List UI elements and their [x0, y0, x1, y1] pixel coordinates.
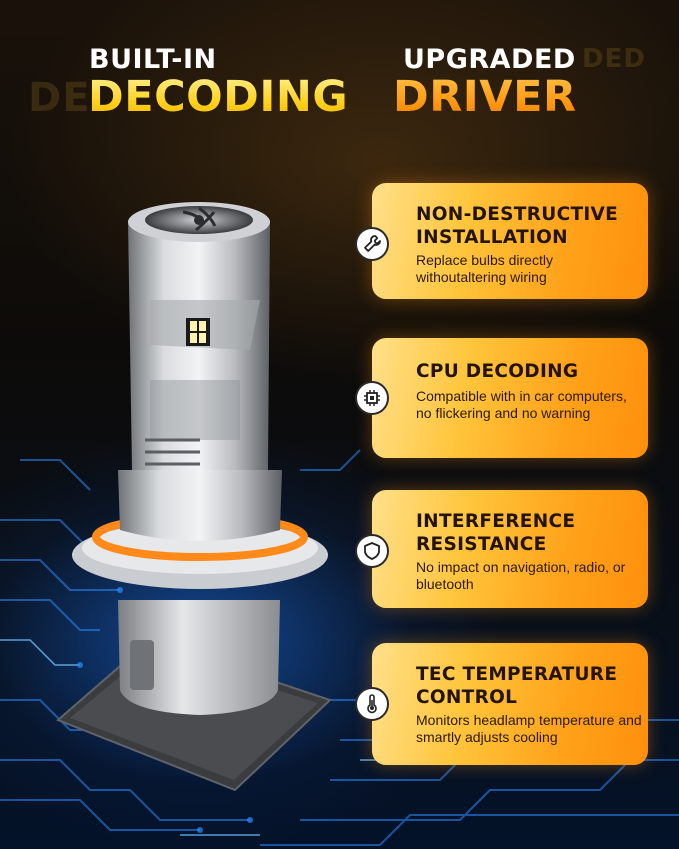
feature-description: Compatible with in car computers, no fli… [416, 388, 627, 421]
feature-card-temperature: TEC TEMPERATURE CONTROL Monitors headlam… [355, 643, 648, 765]
headline-driver: DRIVER [393, 72, 577, 122]
feature-title: NON-DESTRUCTIVE INSTALLATION [416, 204, 619, 248]
feature-title: CPU DECODING [416, 361, 579, 382]
headline: DE DED BUILT-IN UPGRADED DECODING DRIVER [0, 0, 679, 140]
chip-icon [364, 390, 380, 406]
thermometer-icon [367, 694, 377, 714]
headline-built-in: BUILT-IN [89, 44, 217, 75]
headline-ghost-text-right: DED [582, 44, 646, 74]
chip-badge [355, 381, 389, 415]
feature-description: Replace bulbs directly withoutaltering w… [416, 252, 553, 285]
feature-card-interference: INTERFERENCE RESISTANCE No impact on nav… [355, 490, 648, 608]
shield-badge [355, 534, 389, 568]
headline-ghost-text: DE [28, 75, 91, 121]
feature-description: No impact on navigation, radio, or bluet… [416, 559, 626, 592]
headline-upgraded: UPGRADED [403, 44, 576, 75]
feature-title: TEC TEMPERATURE CONTROL [416, 664, 618, 708]
feature-title: INTERFERENCE RESISTANCE [416, 511, 576, 555]
thermometer-badge [355, 687, 389, 721]
headline-decoding: DECODING [88, 72, 349, 122]
feature-card-installation: NON-DESTRUCTIVE INSTALLATION Replace bul… [355, 183, 648, 299]
feature-description: Monitors headlamp temperature and smartl… [416, 712, 642, 745]
feature-card-cpu-decoding: CPU DECODING Compatible with in car comp… [355, 338, 648, 458]
shield-icon [364, 542, 380, 560]
wrench-icon [364, 235, 381, 252]
wrench-badge [355, 227, 389, 261]
